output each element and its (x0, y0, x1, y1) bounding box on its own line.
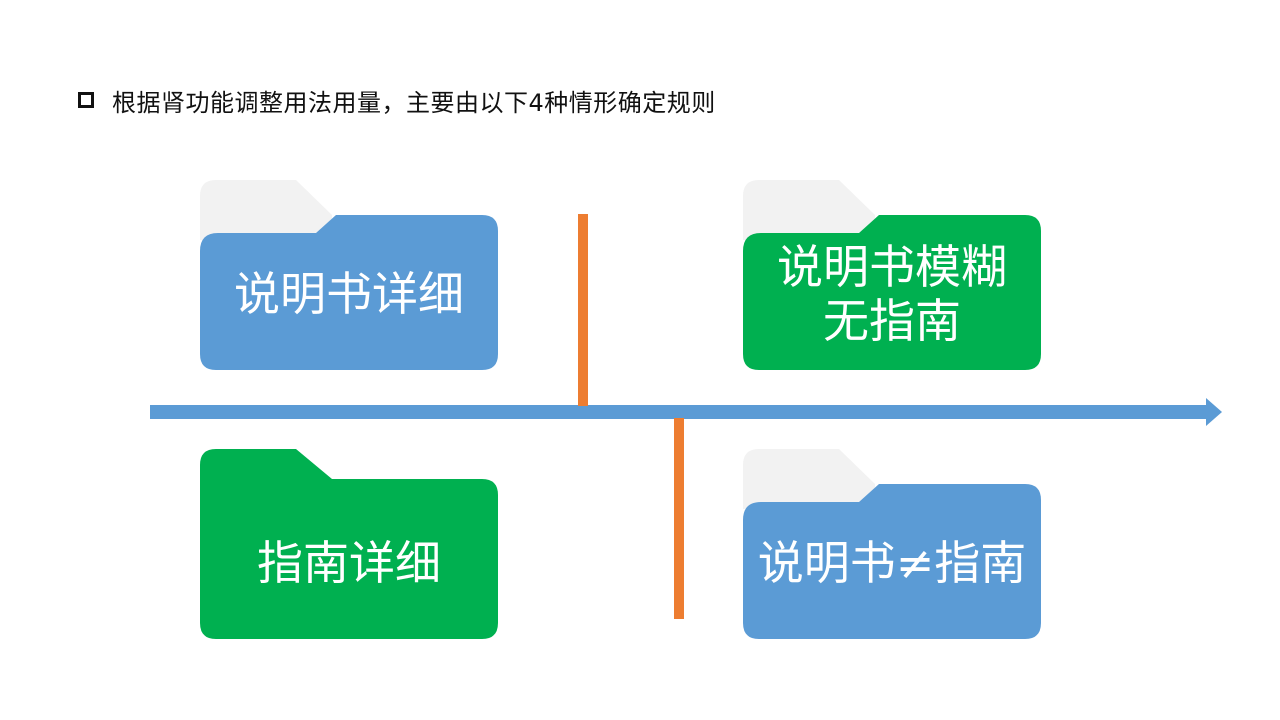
hollow-square-icon (78, 92, 94, 108)
folder-icon (200, 180, 498, 370)
folder-label: 指南详细 (200, 485, 498, 641)
folder-label: 说明书模糊 无指南 (743, 216, 1041, 372)
folder-label-line1: 说明书≠指南 (757, 536, 1027, 590)
folder-label-line2: 无指南 (823, 294, 961, 348)
title-row: 根据肾功能调整用法用量，主要由以下4种情形确定规则 (78, 84, 716, 117)
folder-label: 说明书≠指南 (743, 485, 1041, 641)
folder-bottom-right: 说明书≠指南 (743, 449, 1041, 641)
lower-divider (674, 418, 684, 619)
folder-label-line1: 说明书详细 (234, 267, 464, 321)
folder-top-right: 说明书模糊 无指南 (743, 180, 1041, 372)
folder-label-line1: 指南详细 (257, 536, 441, 590)
folder-icon (200, 449, 498, 639)
folder-label-line1: 说明书模糊 (777, 240, 1007, 294)
folder-icon (743, 180, 1041, 370)
folder-label: 说明书详细 (200, 216, 498, 372)
folder-icon (743, 449, 1041, 639)
page-title: 根据肾功能调整用法用量，主要由以下4种情形确定规则 (112, 88, 716, 117)
folder-top-left: 说明书详细 (200, 180, 498, 372)
arrow-right-icon (1206, 398, 1222, 426)
folder-bottom-left: 指南详细 (200, 449, 498, 641)
upper-divider (578, 214, 588, 406)
